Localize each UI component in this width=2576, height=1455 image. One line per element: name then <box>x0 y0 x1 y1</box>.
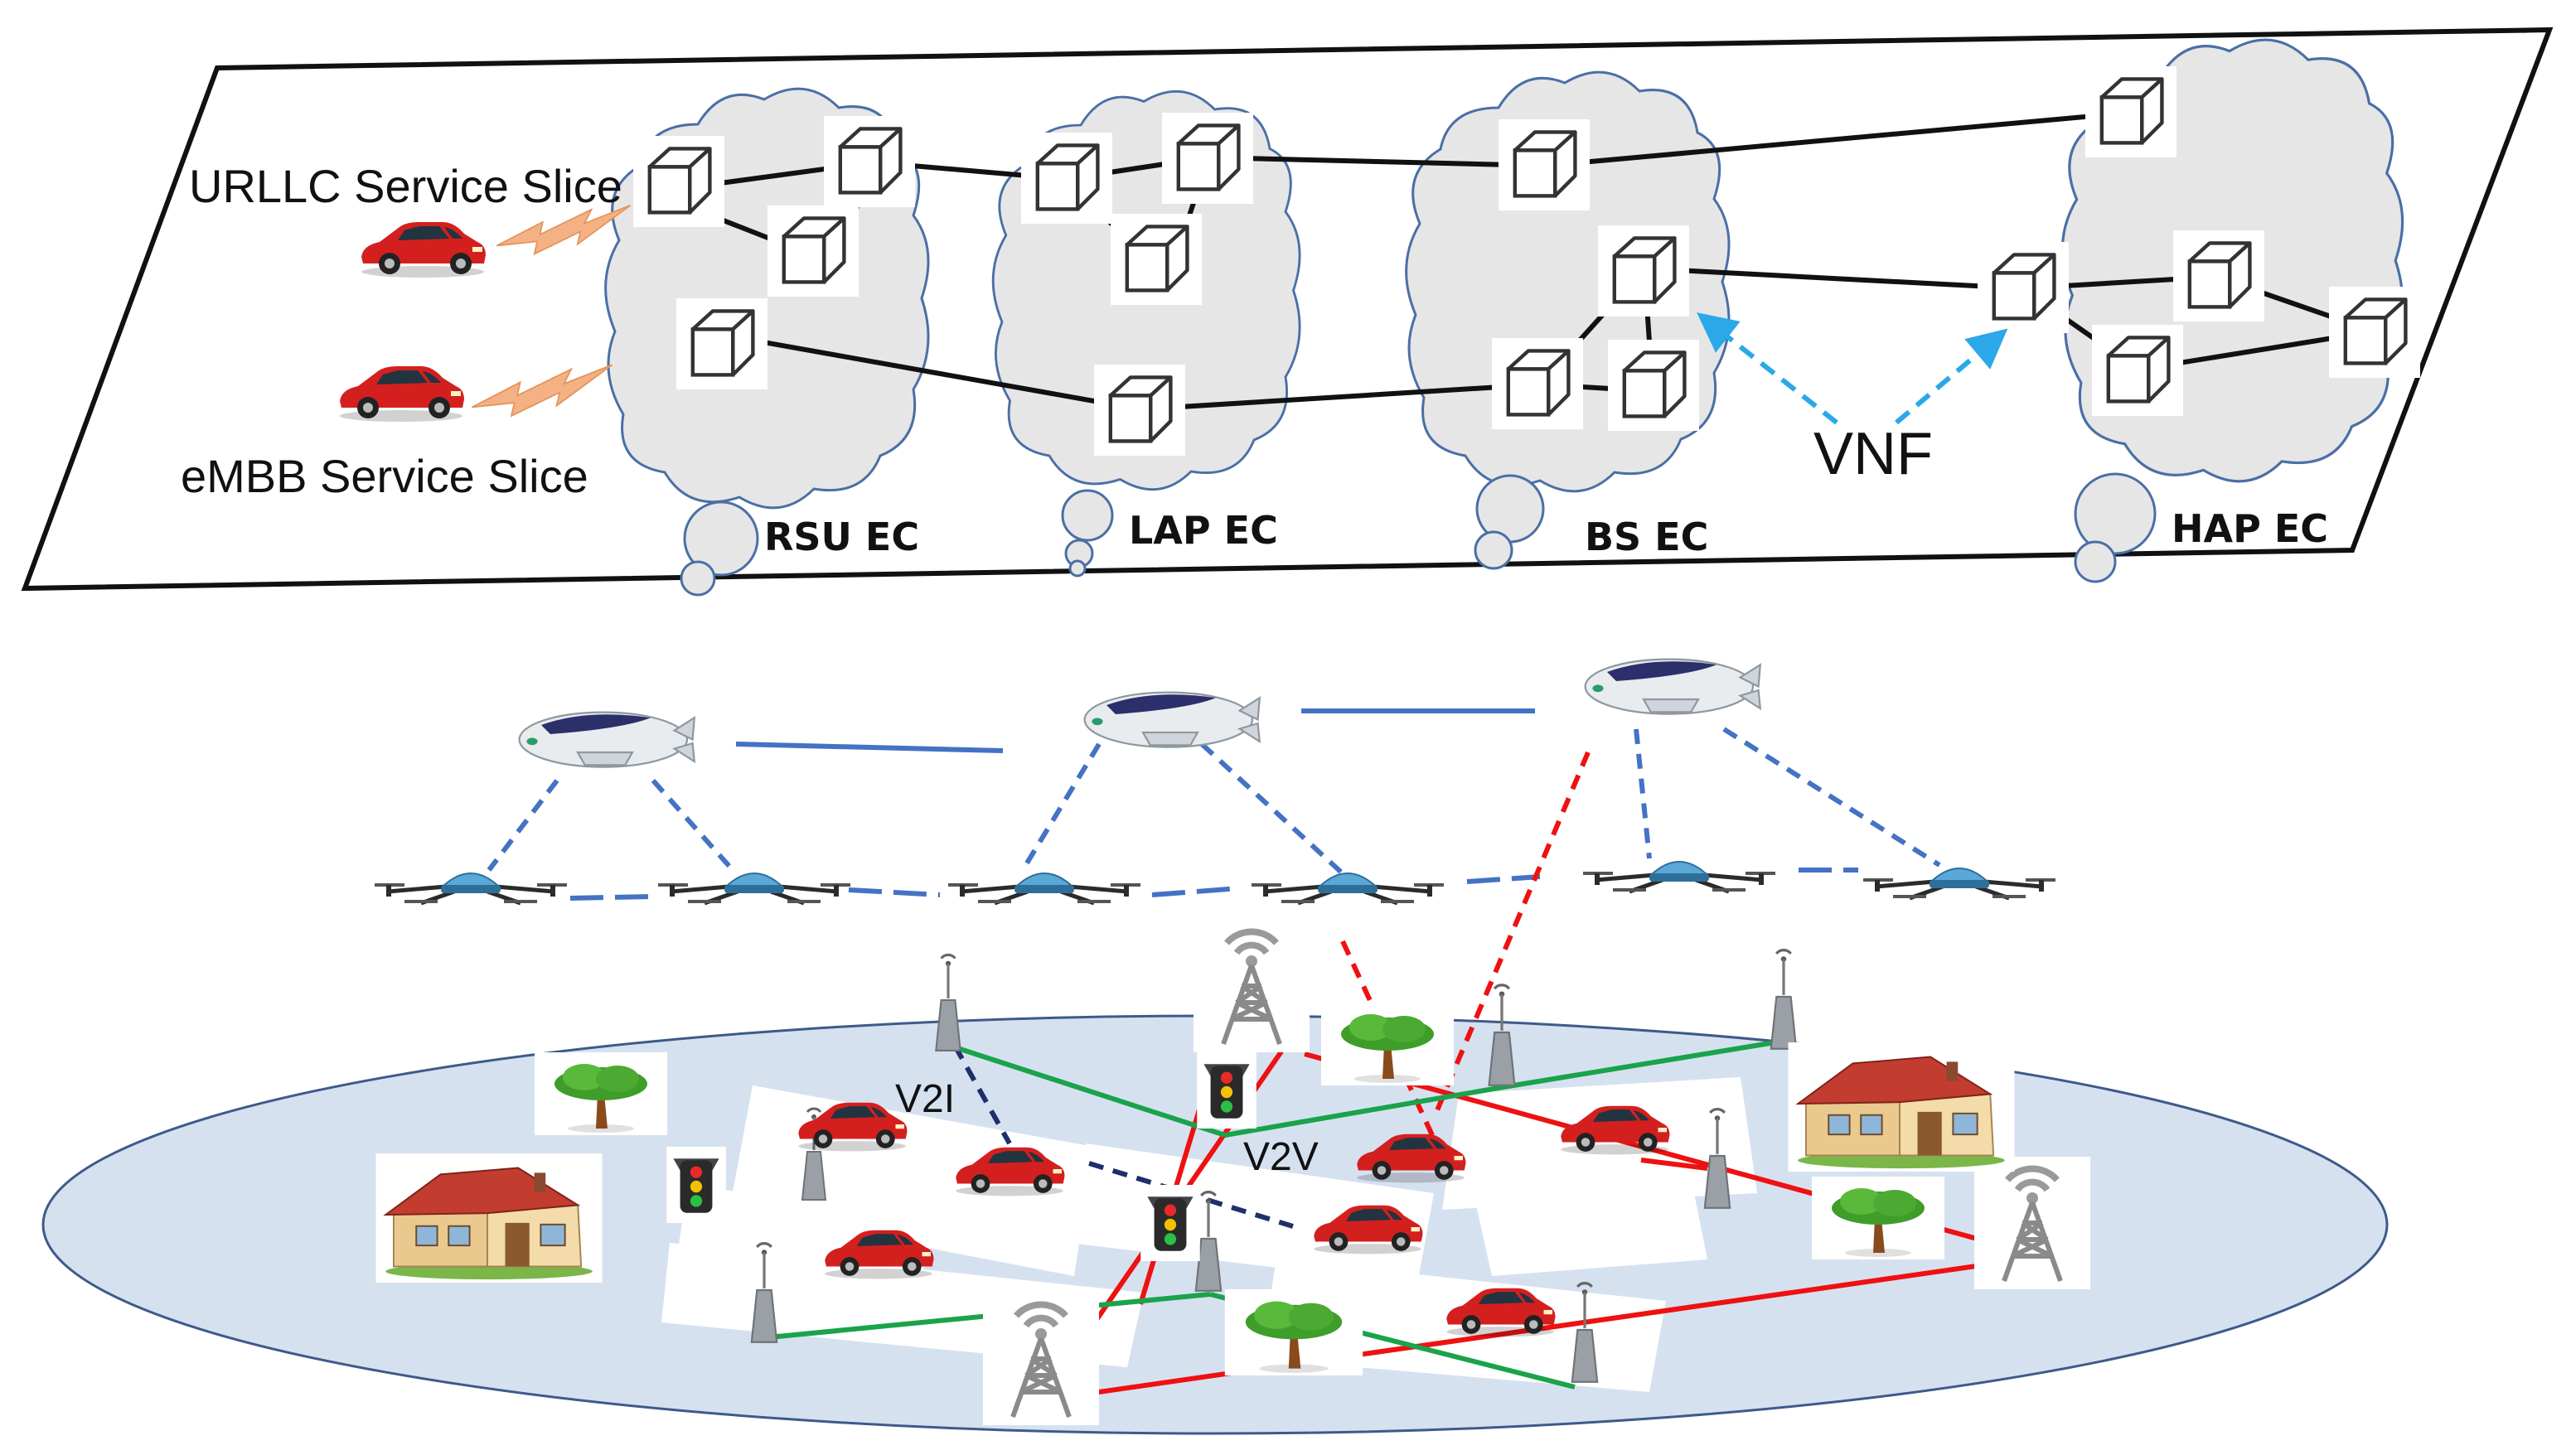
cube-icon <box>2085 66 2177 157</box>
drone-icon <box>658 873 850 903</box>
cube-icon <box>1111 214 1202 305</box>
airship-icon <box>1584 658 1761 715</box>
traffic-light-icon <box>1140 1185 1200 1261</box>
drone-icon <box>375 873 567 903</box>
cube-icon <box>676 298 767 389</box>
cube-icon <box>1492 338 1583 429</box>
cube-icon <box>1094 365 1185 456</box>
hap-links <box>735 708 1535 753</box>
drone-icon <box>1863 868 2055 898</box>
ec-label-hap: HAP EC <box>2172 506 2328 551</box>
cell-tower-icon <box>1974 1157 2090 1289</box>
cube-icon <box>1598 225 1689 317</box>
traffic-light-icon <box>666 1147 726 1223</box>
roadside-unit-icon <box>1770 949 1798 1051</box>
embb-slice-label: eMBB Service Slice <box>181 450 588 502</box>
cube-icon <box>1608 340 1699 431</box>
vnf-pointer-arrows <box>1697 312 2008 425</box>
bs-edge-cloud <box>1404 70 1731 570</box>
ec-label-lap: LAP EC <box>1129 508 1278 553</box>
drone-icon <box>1583 862 1775 892</box>
drone-links <box>569 868 1858 901</box>
airship-icon <box>1083 691 1261 748</box>
hap-drone-links <box>487 727 1941 879</box>
airship-icon <box>518 711 695 768</box>
lap-edge-cloud <box>991 89 1301 578</box>
tree-icon <box>1812 1177 1944 1259</box>
cube-icon <box>2329 287 2420 378</box>
cube-icon <box>767 205 859 297</box>
cell-tower-icon <box>1194 920 1310 1052</box>
cube-icon <box>2173 230 2264 321</box>
house-icon <box>1787 1042 2016 1172</box>
drone-icon <box>948 873 1140 903</box>
cube-icon <box>1978 242 2069 333</box>
tree-icon <box>1321 1003 1454 1085</box>
cube-icon <box>1162 113 1253 204</box>
cube-icon <box>2092 325 2183 416</box>
cube-icon <box>633 136 724 227</box>
roadside-unit-icon <box>934 953 962 1052</box>
ec-label-rsu: RSU EC <box>764 515 919 559</box>
tree-icon <box>1224 1289 1363 1375</box>
vnf-label: VNF <box>1813 421 1933 487</box>
tree-icon <box>535 1052 667 1135</box>
cell-tower-icon <box>983 1293 1099 1425</box>
hap-edge-cloud <box>2062 40 2402 583</box>
cube-icon <box>1021 133 1112 224</box>
drone-icon <box>1252 873 1444 903</box>
ec-label-bs: BS EC <box>1585 515 1708 559</box>
cube-icon <box>1499 119 1590 210</box>
rsu-edge-cloud <box>604 87 930 597</box>
house-icon <box>375 1153 603 1283</box>
cube-icon <box>824 116 915 207</box>
v2v-label: V2V <box>1243 1135 1319 1179</box>
traffic-light-icon <box>1197 1052 1257 1129</box>
v2i-label: V2I <box>895 1077 955 1121</box>
urllc-slice-label: URLLC Service Slice <box>189 160 622 212</box>
